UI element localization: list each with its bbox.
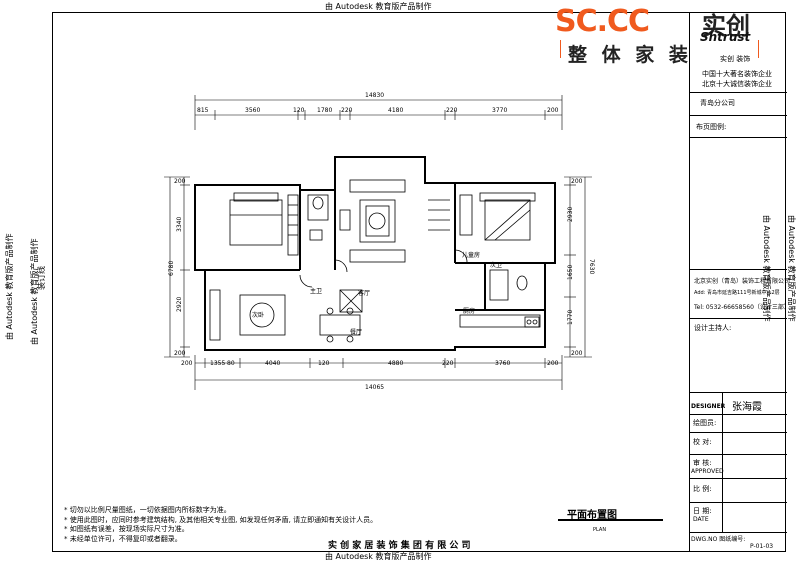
watermark-bottom: 由 Autodesk 教育版产品制作 [325, 552, 432, 561]
bottom-dim-1: 200 [181, 360, 193, 367]
top-dim-4: 1780 [317, 107, 332, 114]
bottom-dim-5: 120 [318, 360, 330, 367]
left-dim-4: 200 [174, 350, 186, 357]
top-dim-5: 220 [341, 107, 353, 114]
checker-label: 校 对: [693, 438, 712, 446]
plan-title-en: PLAN [593, 527, 607, 533]
logo-latin: SC.CC [555, 4, 650, 39]
room-dining: 餐厅 [350, 328, 362, 336]
footer-company: 实 创 家 居 装 饰 集 团 有 限 公 司 [328, 541, 471, 551]
designer-host-label: 设计主持人: [694, 324, 732, 332]
top-dim-1: 815 [197, 107, 209, 114]
drawer-label: 绘图员: [693, 419, 717, 427]
bottom-dim-9: 200 [547, 360, 559, 367]
room-kitchen: 厨房 [463, 307, 475, 315]
room-second-bath: 次卫 [490, 261, 502, 269]
scale-label: 比 例: [693, 485, 712, 493]
plan-title: 平面布置图 [567, 510, 617, 521]
right-dim-2: 2930 [567, 207, 574, 222]
review-label: 审 核: [693, 459, 712, 467]
bottom-dim-8: 3760 [495, 360, 510, 367]
logo-slogan: 整 体 家 装 [568, 44, 692, 66]
company-address: Add: 青岛市延吉路111号新城中心2层 [694, 290, 780, 296]
top-total-dim: 14830 [365, 92, 384, 99]
notes: * 切勿以比例尺量图纸，一切依据图内所标数字为准。 * 使用此图时，应同时参考建… [64, 506, 377, 544]
floor-plan: 14830 815 3560 120 1780 220 4180 220 377… [164, 92, 595, 391]
dwg-label: DWG.NO 图纸编号: [691, 536, 746, 543]
logo-cn: 实创 [702, 12, 750, 40]
logo-script: Shtrust [700, 30, 751, 44]
date-cn-label: 日 期: [693, 507, 712, 515]
note-3: * 如图纸有误差，按现场实际尺寸为准。 [64, 525, 189, 533]
left-dim-3: 2920 [176, 297, 183, 312]
left-total-dim: 6780 [168, 261, 175, 276]
right-total-dim: 7630 [588, 259, 595, 274]
note-4: * 未经单位许可，不得复印或者翻录。 [64, 534, 182, 543]
top-dim-9: 200 [547, 107, 559, 114]
bottom-dim-4: 4040 [265, 360, 280, 367]
bottom-dim-3: 80 [227, 360, 235, 367]
slogan-bar-left [560, 40, 561, 58]
date-en-label: DATE [693, 516, 709, 523]
right-dim-3: 1650 [567, 265, 574, 280]
approved-label: APPROVED [691, 468, 724, 475]
top-dim-6: 4180 [388, 107, 403, 114]
room-living: 客厅 [358, 289, 370, 297]
layout-label: 布页图例: [696, 123, 727, 131]
right-dim-1: 200 [571, 178, 583, 185]
designer-name: 张海霞 [732, 402, 762, 413]
right-dim-5: 200 [571, 350, 583, 357]
left-dim-2: 3340 [176, 217, 183, 232]
plan-title-underline [558, 519, 663, 521]
sheet-border [52, 12, 786, 552]
bottom-dim-7: 220 [442, 360, 454, 367]
watermark-left: 由 Autodesk 教育版产品制作 [5, 233, 14, 340]
top-dim-8: 3770 [492, 107, 507, 114]
bottom-dim-2: 1355 [210, 360, 225, 367]
dwg-number: P-01-03 [750, 543, 774, 550]
brand-subtitle: 实创 装饰 [720, 55, 751, 63]
binding-line-label: 装订线 [37, 266, 46, 290]
note-1: * 切勿以比例尺量图纸，一切依据图内所标数字为准。 [64, 506, 231, 514]
left-dim-1: 200 [174, 178, 186, 185]
watermark-top: 由 Autodesk 教育版产品制作 [325, 2, 432, 11]
top-dim-3: 120 [293, 107, 305, 114]
designer-label: DESIGNER [691, 403, 726, 410]
branch-name: 青岛分公司 [700, 99, 735, 107]
room-master-bath: 主卫 [310, 287, 322, 295]
room-kids: 儿童房 [462, 251, 480, 259]
title-block: 实创 装饰 中国十大著名装饰企业 北京十大诚信装饰企业 青岛分公司 布页图例: … [689, 12, 790, 552]
bottom-dim-6: 4880 [388, 360, 403, 367]
rank-1: 中国十大著名装饰企业 [702, 70, 772, 78]
right-dim-4: 1770 [567, 310, 574, 325]
top-dim-7: 220 [446, 107, 458, 114]
room-second-bed: 次卧 [252, 311, 264, 319]
company-phone: Tel: 0532-66658560（设计三部） [694, 304, 790, 311]
top-dim-2: 3560 [245, 107, 260, 114]
watermark-left-2: 由 Autodesk 教育版产品制作 [30, 238, 39, 345]
rank-2: 北京十大诚信装饰企业 [702, 80, 772, 88]
company-name: 北京实创（青岛）装饰工程有限公司 [694, 278, 791, 285]
bottom-total-dim: 14065 [365, 384, 384, 391]
note-2: * 使用此图时，应同时参考建筑结构, 及其他相关专业图, 如发现任何矛盾, 请立… [64, 515, 378, 524]
slogan-bar-right [758, 40, 759, 58]
